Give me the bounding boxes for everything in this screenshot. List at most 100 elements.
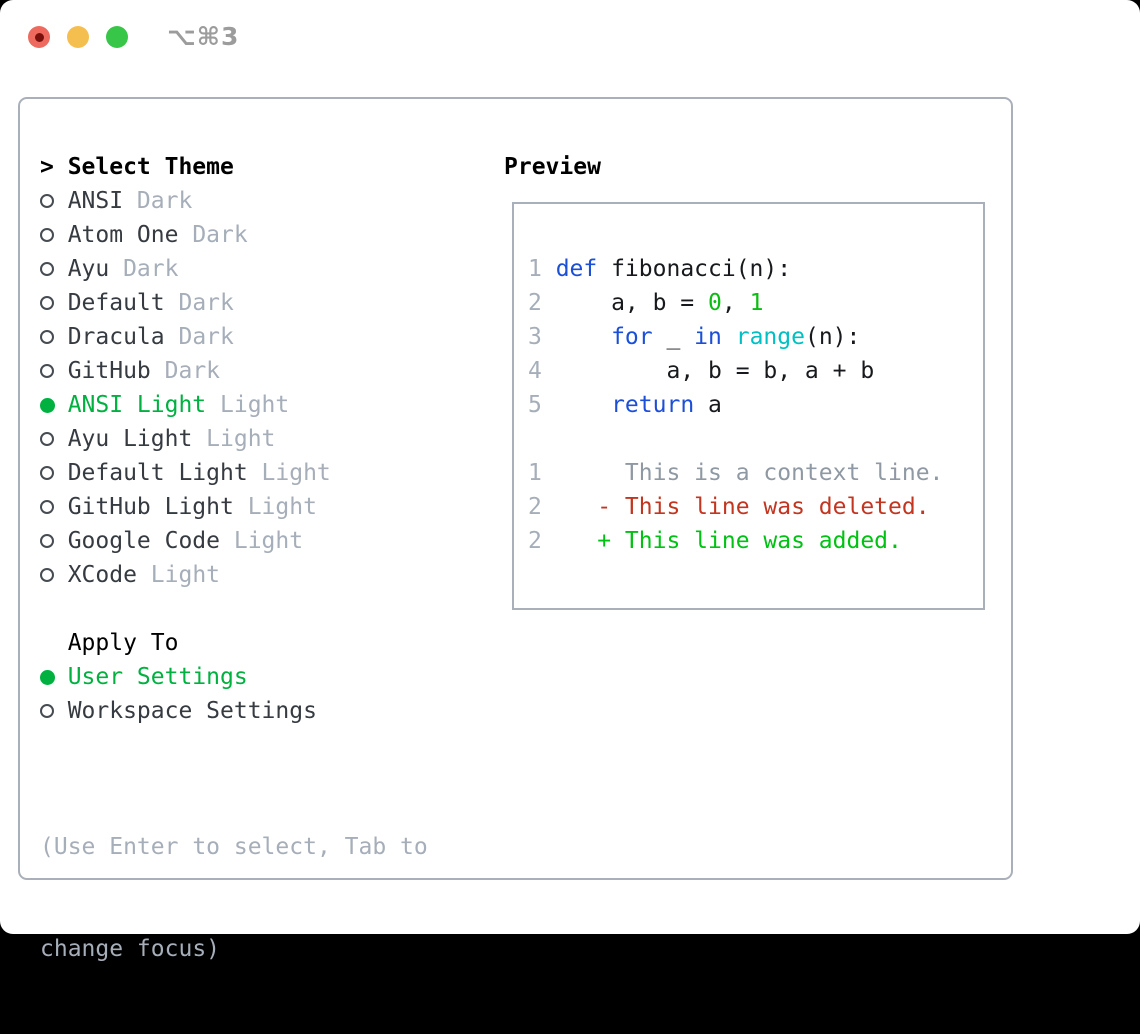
theme-option-label: ANSI	[67, 188, 124, 214]
theme-variant-tag: Dark	[136, 188, 193, 214]
code-line: 4 a, b = b, a + b	[528, 354, 943, 388]
token-plain: a, b =	[555, 290, 709, 316]
theme-option-label: Default	[67, 290, 165, 316]
diff-line: 2 + This line was added.	[528, 524, 943, 558]
radio-icon	[40, 500, 68, 514]
zoom-button[interactable]	[106, 26, 128, 48]
theme-option-atom-one[interactable]: Atom One Dark	[40, 218, 331, 252]
token-kw: for	[611, 324, 653, 350]
theme-option-default-light[interactable]: Default Light Light	[40, 456, 331, 490]
theme-option-label: Ayu	[67, 256, 110, 282]
radio-icon	[40, 228, 68, 242]
theme-option-ansi[interactable]: ANSI Dark	[40, 184, 331, 218]
minimize-button[interactable]	[67, 26, 89, 48]
token-plain	[556, 388, 611, 422]
radio-icon	[40, 568, 68, 582]
diff-line: 1 This is a context line.	[528, 456, 943, 490]
theme-variant-tag: Light	[261, 460, 331, 486]
theme-option-label: Google Code	[67, 528, 221, 554]
theme-option-label: Dracula	[67, 324, 165, 350]
theme-variant-tag: Light	[233, 528, 304, 554]
theme-option-xcode[interactable]: XCode Light	[40, 558, 331, 592]
window-title: ⌥⌘3	[167, 22, 240, 51]
prompt-icon: >	[40, 154, 54, 180]
theme-variant-tag: Dark	[164, 358, 221, 384]
line-number: 3	[528, 324, 542, 350]
theme-option-label: Default Light	[67, 460, 248, 486]
token-num: 1	[749, 290, 764, 316]
hint-text: (Use Enter to select, Tab to change focu…	[40, 762, 428, 1034]
theme-option-default[interactable]: Default Dark	[40, 286, 331, 320]
radio-selected-icon	[40, 669, 68, 685]
radio-icon	[40, 296, 68, 310]
diff-block: 1 This is a context line.2 - This line w…	[528, 456, 943, 558]
token-plain: (n):	[804, 324, 861, 350]
radio-icon	[40, 194, 68, 208]
theme-option-ayu-light[interactable]: Ayu Light Light	[40, 422, 331, 456]
token-num: 0	[708, 290, 722, 316]
preview-header: Preview	[504, 154, 601, 180]
blank-line	[528, 422, 943, 456]
hint-line-1: (Use Enter to select, Tab to	[40, 834, 428, 860]
token-plain	[722, 320, 736, 354]
radio-icon	[40, 364, 68, 378]
token-add: + This line was added.	[555, 528, 902, 554]
theme-option-github-light[interactable]: GitHub Light Light	[40, 490, 331, 524]
line-number: 2	[528, 528, 542, 554]
theme-option-label: GitHub	[67, 358, 151, 384]
token-plain: _	[652, 324, 695, 350]
line-number: 2	[528, 290, 542, 316]
theme-option-dracula[interactable]: Dracula Dark	[40, 320, 331, 354]
theme-variant-tag: Light	[247, 494, 317, 520]
line-number: 5	[528, 392, 542, 418]
theme-variant-tag: Dark	[178, 290, 234, 316]
hint-line-2: change focus)	[40, 936, 221, 962]
theme-option-label: XCode	[67, 562, 137, 588]
code-line: 5 return a	[528, 388, 943, 422]
titlebar	[28, 26, 128, 48]
code-line: 3 for _ in range(n):	[528, 320, 943, 354]
token-plain: a, b = b, a + b	[555, 358, 875, 384]
token-kw: def	[555, 256, 598, 282]
diff-line: 2 - This line was deleted.	[528, 490, 943, 524]
radio-icon	[40, 704, 68, 718]
theme-variant-tag: Dark	[192, 222, 248, 248]
apply-option-workspace-settings[interactable]: Workspace Settings	[40, 694, 317, 728]
token-plain: a	[694, 392, 722, 418]
theme-option-label: ANSI Light	[67, 392, 207, 418]
theme-variant-tag: Light	[150, 562, 221, 588]
token-plain: fibonacci(n):	[597, 256, 792, 282]
line-number: 2	[528, 494, 542, 520]
apply-option-label: Workspace Settings	[67, 698, 317, 724]
close-button[interactable]	[28, 26, 50, 48]
token-del: - This line was deleted.	[555, 494, 930, 520]
apply-option-label: User Settings	[67, 664, 248, 690]
theme-option-google-code[interactable]: Google Code Light	[40, 524, 331, 558]
theme-option-label: Atom One	[67, 222, 179, 248]
apply-option-user-settings[interactable]: User Settings	[40, 660, 317, 694]
radio-selected-icon	[40, 397, 68, 413]
token-ctx: This is a context line.	[555, 460, 944, 486]
theme-option-label: Ayu Light	[67, 426, 193, 452]
line-number: 1	[528, 256, 542, 282]
apply-to-header-row: Apply To	[40, 626, 317, 660]
token-kw: return	[611, 392, 695, 418]
radio-icon	[40, 330, 68, 344]
theme-list-header: Select Theme	[67, 154, 234, 180]
theme-option-label: GitHub Light	[67, 494, 234, 520]
theme-variant-tag: Dark	[178, 324, 234, 350]
token-fn: range	[735, 324, 805, 350]
radio-icon	[40, 466, 68, 480]
token-plain	[556, 320, 611, 354]
apply-to-header: Apply To	[67, 630, 179, 656]
theme-variant-tag: Light	[206, 426, 276, 452]
theme-option-github[interactable]: GitHub Dark	[40, 354, 331, 388]
